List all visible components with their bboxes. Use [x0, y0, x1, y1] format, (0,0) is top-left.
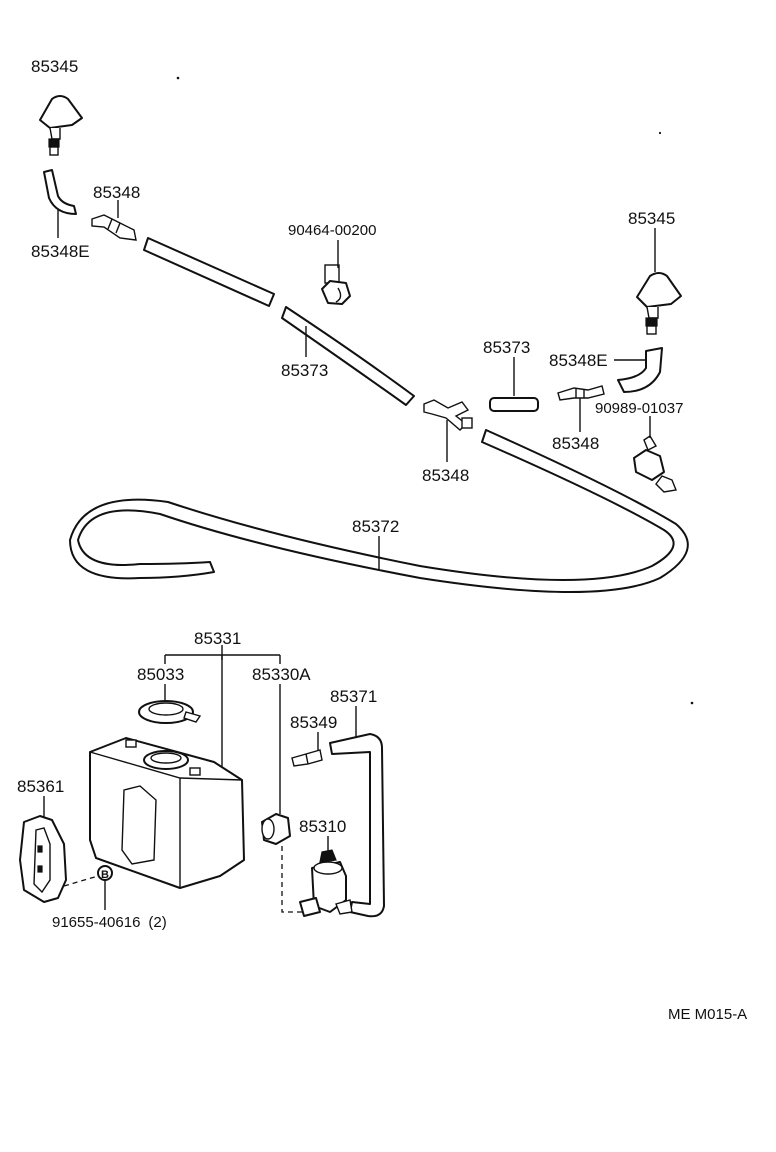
label-hose-pump: 85371: [330, 687, 377, 706]
bracket-part[interactable]: [19, 815, 67, 903]
grommet-part[interactable]: [261, 813, 291, 845]
speck: [176, 76, 180, 80]
tee-joint-part[interactable]: [423, 399, 473, 431]
label-clip-right: 90989-01037: [595, 400, 683, 417]
connector-right-part[interactable]: [557, 385, 605, 401]
dashed-line-bracket-bolt: [63, 875, 99, 887]
cap-part[interactable]: [138, 700, 202, 724]
label-bolt: 91655-40616(2): [52, 914, 167, 931]
label-tee-joint: 85348: [422, 466, 469, 485]
label-cap: 85033: [137, 665, 184, 684]
label-motor-pump: 85310: [299, 817, 346, 836]
elbow-right-part[interactable]: [617, 347, 663, 393]
hose-upper-left[interactable]: [143, 237, 275, 307]
washer-tank-part[interactable]: [89, 737, 245, 889]
label-connector-right: 85348: [552, 434, 599, 453]
elbow-left-part[interactable]: [43, 169, 77, 215]
motor-pump-part[interactable]: [299, 849, 353, 917]
connector-left-part[interactable]: [91, 214, 137, 241]
label-hose-left: 85373: [281, 361, 328, 380]
hose-85373-left-part[interactable]: [281, 306, 415, 406]
nozzle-right-part[interactable]: [636, 272, 682, 335]
label-connector-pump: 85349: [290, 713, 337, 732]
bolt-part[interactable]: B: [97, 865, 113, 881]
label-clamp-top: 90464-00200: [288, 222, 376, 239]
nozzle-left-part[interactable]: [39, 95, 83, 156]
label-bracket: 85361: [17, 777, 64, 796]
label-connector-left: 85348: [93, 183, 140, 202]
label-nozzle-left: 85345: [31, 57, 78, 76]
label-elbow-right: 85348E: [549, 351, 608, 370]
label-nozzle-right: 85345: [628, 209, 675, 228]
label-hose-short: 85373: [483, 338, 530, 357]
hose-85373-short-part[interactable]: [489, 397, 539, 412]
label-tank-assy: 85331: [194, 629, 241, 648]
label-hose-main: 85372: [352, 517, 399, 536]
clip-right-part[interactable]: [633, 435, 677, 493]
speck: [690, 701, 694, 705]
bolt-symbol: B: [101, 869, 109, 881]
speck: [658, 131, 662, 135]
clamp-top-part[interactable]: [321, 264, 351, 305]
connector-pump-part[interactable]: [291, 749, 323, 767]
diagram-code: ME M015-A: [668, 1006, 747, 1023]
dashed-line-grommet-pump: [281, 846, 302, 913]
label-elbow-left: 85348E: [31, 242, 90, 261]
label-grommet: 85330A: [252, 665, 311, 684]
